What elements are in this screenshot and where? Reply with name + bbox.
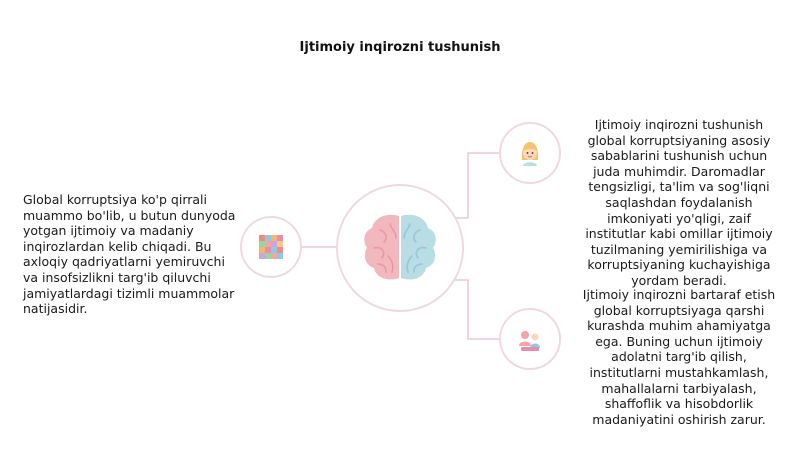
bottom-right-description: Ijtimoiy inqirozni bartaraf etish global… <box>582 287 776 427</box>
people-group-icon <box>519 331 540 351</box>
bottom-node <box>499 308 561 370</box>
connector-top <box>455 152 499 219</box>
connector-bottom <box>455 279 499 340</box>
brain-icon <box>364 214 436 280</box>
center-node <box>336 184 464 312</box>
person-face-icon <box>521 142 539 166</box>
colorful-blocks-icon <box>259 235 283 259</box>
top-right-description: Ijtimoiy inqirozni tushunish global korr… <box>585 117 773 288</box>
left-description: Global korruptsiya ko'p qirrali muammo b… <box>23 192 236 317</box>
left-node <box>240 216 302 278</box>
top-node <box>499 122 561 184</box>
page-title: Ijtimoiy inqirozni tushunish <box>299 40 501 55</box>
